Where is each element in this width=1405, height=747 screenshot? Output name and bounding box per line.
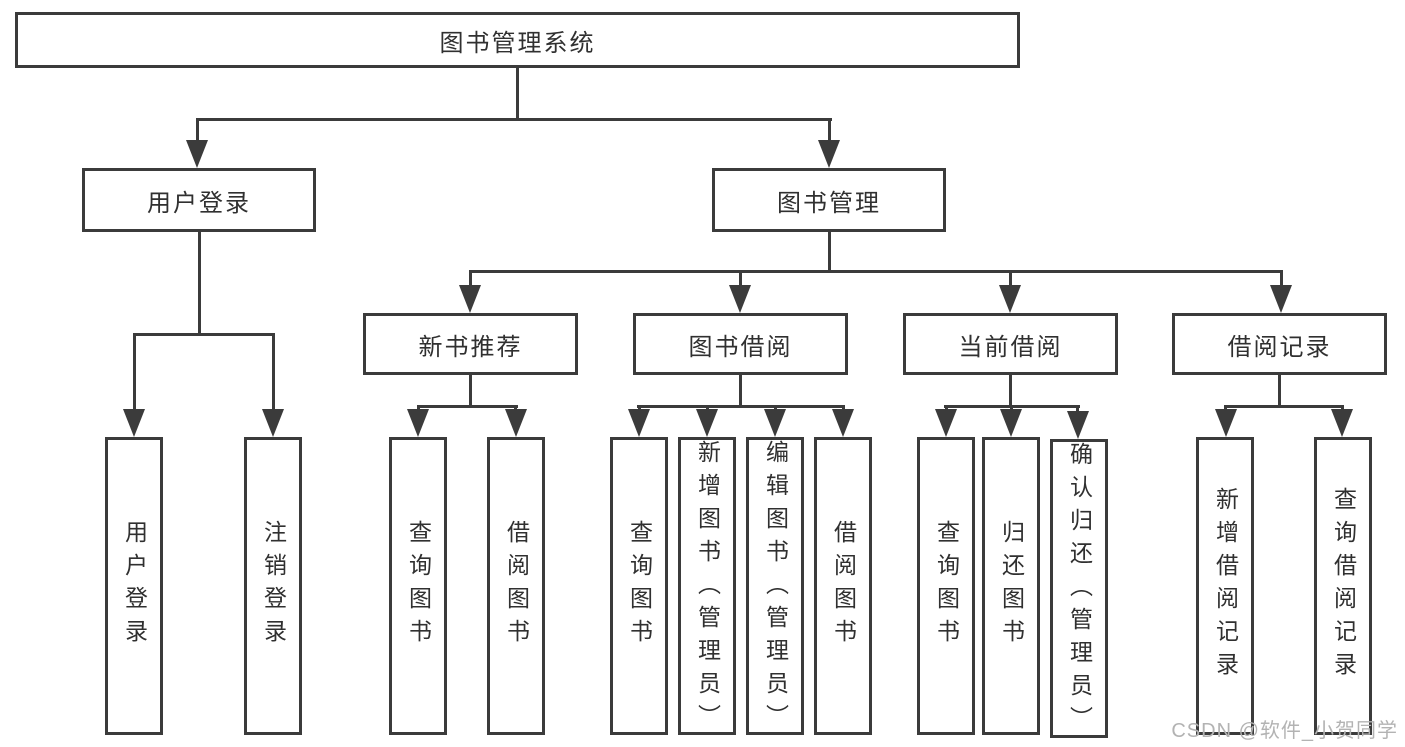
node-leaf-user-login: 用户登录 xyxy=(105,437,163,735)
node-leaf-add-books-admin: 新增图书（管理员） xyxy=(678,437,736,737)
arrow-down-icon xyxy=(729,285,751,313)
node-book-management: 图书管理 xyxy=(712,168,946,232)
arrow-down-icon xyxy=(1331,409,1353,437)
node-label: 借阅记录 xyxy=(1227,333,1332,361)
connector-userlogin-stem xyxy=(198,232,201,335)
arrow-down-icon xyxy=(407,409,429,437)
node-label: 查询借阅记录 xyxy=(1330,487,1357,685)
connector-into-user-login xyxy=(196,118,199,142)
arrow-down-icon xyxy=(1215,409,1237,437)
node-label: 新增借阅记录 xyxy=(1212,487,1239,685)
node-current-borrowing: 当前借阅 xyxy=(903,313,1118,375)
node-leaf-return-books: 归还图书 xyxy=(982,437,1040,735)
connector-into-current xyxy=(1009,270,1012,287)
arrow-down-icon xyxy=(1270,285,1292,313)
connector-into-book-mgmt xyxy=(828,118,831,142)
node-leaf-logout: 注销登录 xyxy=(244,437,302,735)
arrow-down-icon xyxy=(505,409,527,437)
csdn-watermark: CSDN @软件_小贺同学 xyxy=(1171,720,1398,742)
node-label: 归还图书 xyxy=(998,520,1025,652)
arrow-down-icon xyxy=(935,409,957,437)
node-label: 借阅图书 xyxy=(830,520,857,652)
node-label: 确认归还（管理员） xyxy=(1066,442,1093,739)
node-leaf-borrow-books-1: 借阅图书 xyxy=(487,437,545,735)
node-borrowing-records: 借阅记录 xyxy=(1172,313,1387,375)
node-label: 图书管理 xyxy=(777,189,881,217)
connector-group1-stem xyxy=(469,375,472,408)
arrow-down-icon xyxy=(459,285,481,313)
node-label: 当前借阅 xyxy=(958,333,1063,361)
node-leaf-edit-books-admin: 编辑图书（管理员） xyxy=(746,437,804,737)
node-label: 查询图书 xyxy=(933,520,960,652)
connector-into-leaf-logout xyxy=(272,333,275,411)
node-book-borrowing: 图书借阅 xyxy=(633,313,848,375)
arrow-down-icon xyxy=(818,140,840,168)
node-label: 注销登录 xyxy=(260,520,287,652)
node-label: 查询图书 xyxy=(626,520,653,652)
node-label: 图书借阅 xyxy=(688,333,793,361)
connector-group3-stem xyxy=(1009,375,1012,408)
arrow-down-icon xyxy=(628,409,650,437)
node-leaf-borrow-books-2: 借阅图书 xyxy=(814,437,872,735)
node-root-library-system: 图书管理系统 xyxy=(15,12,1020,68)
arrow-down-icon xyxy=(123,409,145,437)
connector-group1-rail xyxy=(417,405,518,408)
node-leaf-query-books-2: 查询图书 xyxy=(610,437,668,735)
node-label: 查询图书 xyxy=(405,520,432,652)
connector-into-leaf xyxy=(1076,405,1079,414)
connector-group4-rail xyxy=(1224,405,1344,408)
node-new-book-recommend: 新书推荐 xyxy=(363,313,578,375)
arrow-down-icon xyxy=(832,409,854,437)
node-user-login: 用户登录 xyxy=(82,168,316,232)
connector-group2-rail xyxy=(637,405,845,408)
arrow-down-icon xyxy=(186,140,208,168)
connector-root-stem xyxy=(516,68,519,121)
arrow-down-icon xyxy=(1000,409,1022,437)
node-leaf-query-borrow-record: 查询借阅记录 xyxy=(1314,437,1372,735)
connector-bookmgmt-stem xyxy=(828,232,831,272)
node-leaf-add-borrow-record: 新增借阅记录 xyxy=(1196,437,1254,735)
arrow-down-icon xyxy=(262,409,284,437)
connector-into-borrowing xyxy=(739,270,742,287)
connector-group2-stem xyxy=(739,375,742,408)
arrow-down-icon xyxy=(696,409,718,437)
arrow-down-icon xyxy=(1067,411,1089,439)
node-label: 借阅图书 xyxy=(503,520,530,652)
connector-into-new-book xyxy=(469,270,472,287)
connector-into-records xyxy=(1280,270,1283,287)
node-label: 编辑图书（管理员） xyxy=(762,440,789,737)
node-leaf-confirm-return-admin: 确认归还（管理员） xyxy=(1050,439,1108,739)
node-label: 新增图书（管理员） xyxy=(694,440,721,737)
node-leaf-query-books-1: 查询图书 xyxy=(389,437,447,735)
connector-level2-rail xyxy=(469,270,1283,273)
node-label: 用户登录 xyxy=(147,189,251,217)
arrow-down-icon xyxy=(764,409,786,437)
node-leaf-query-books-3: 查询图书 xyxy=(917,437,975,735)
connector-group4-stem xyxy=(1278,375,1281,408)
node-label: 图书管理系统 xyxy=(439,29,596,57)
node-label: 用户登录 xyxy=(121,520,148,652)
arrow-down-icon xyxy=(999,285,1021,313)
node-label: 新书推荐 xyxy=(418,333,523,361)
connector-level1-rail xyxy=(196,118,832,121)
connector-into-leaf-login xyxy=(133,333,136,411)
connector-userlogin-rail xyxy=(133,333,275,336)
